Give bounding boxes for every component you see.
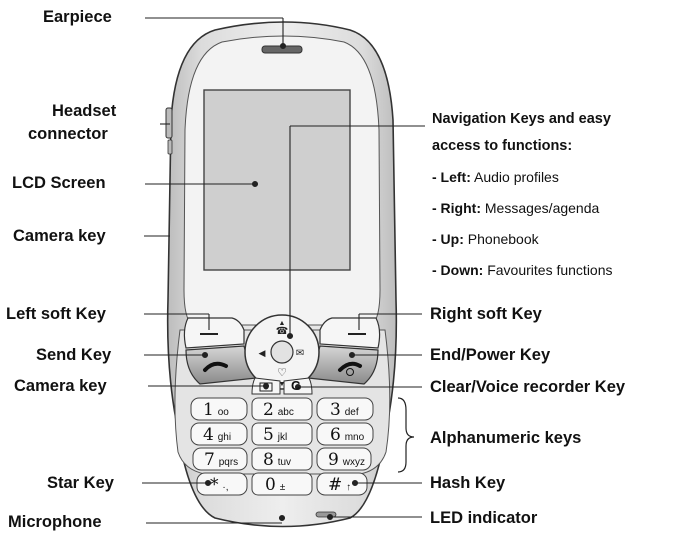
svg-text:✉: ✉ [296, 348, 304, 359]
label-headset-1: Headset [52, 102, 117, 120]
nav-item-right: - Right: Messages/agenda [432, 200, 600, 216]
nav-item-left: - Left: Audio profiles [432, 169, 559, 185]
key-5: 5 jkl [263, 425, 288, 445]
nav-title-line-1: Navigation Keys and easy [432, 111, 611, 127]
key-7: 7 pqrs [204, 450, 239, 470]
label-lcd-screen: LCD Screen [12, 174, 106, 192]
key-1: 1 οο [203, 400, 229, 420]
nav-item-up: - Up: Phonebook [432, 231, 539, 247]
keypad-keys [190, 397, 374, 496]
label-headset-2: connector [28, 125, 108, 143]
label-clear-key: Clear/Voice recorder Key [430, 378, 626, 396]
svg-text:◀: ◀ [259, 348, 266, 358]
key-star: * ·, [210, 475, 229, 495]
nav-center [270, 340, 294, 364]
label-right-soft-key: Right soft Key [430, 305, 542, 323]
key-6: 6 mno [330, 425, 365, 445]
nav-title-line-2: access to functions: [432, 138, 573, 154]
key-2: 2 abc [263, 400, 294, 420]
key-8: 8 tuv [263, 450, 292, 470]
label-alphanumeric: Alphanumeric keys [430, 429, 582, 447]
svg-text:▲: ▲ [279, 320, 286, 327]
svg-text:☎: ☎ [276, 326, 288, 337]
alphanumeric-brace [397, 397, 415, 473]
headset-connector [165, 107, 173, 139]
key-hash: # ↑ [328, 475, 352, 495]
clear-key-glyph: C [291, 378, 301, 393]
leader-lines [142, 17, 425, 524]
label-camera-key-front: Camera key [14, 377, 107, 395]
label-led-indicator: LED indicator [430, 509, 538, 527]
label-microphone: Microphone [8, 513, 102, 531]
key-0: 0 ± [265, 475, 286, 495]
key-9: 9 wxyz [328, 450, 365, 470]
label-hash-key: Hash Key [430, 474, 506, 492]
label-star-key: Star Key [47, 474, 114, 492]
lcd-screen [203, 89, 351, 271]
key-3: 3 def [330, 400, 359, 420]
svg-text:▼: ▼ [279, 381, 286, 388]
label-end-power-key: End/Power Key [430, 346, 551, 364]
label-send-key: Send Key [36, 346, 112, 364]
svg-text:♡: ♡ [277, 367, 287, 379]
label-left-soft-key: Left soft Key [6, 305, 106, 323]
key-4: 4 ghi [203, 425, 232, 445]
label-earpiece: Earpiece [43, 8, 112, 26]
nav-item-down: - Down: Favourites functions [432, 262, 613, 278]
led-indicator [315, 511, 337, 518]
label-camera-key-side: Camera key [13, 227, 106, 245]
